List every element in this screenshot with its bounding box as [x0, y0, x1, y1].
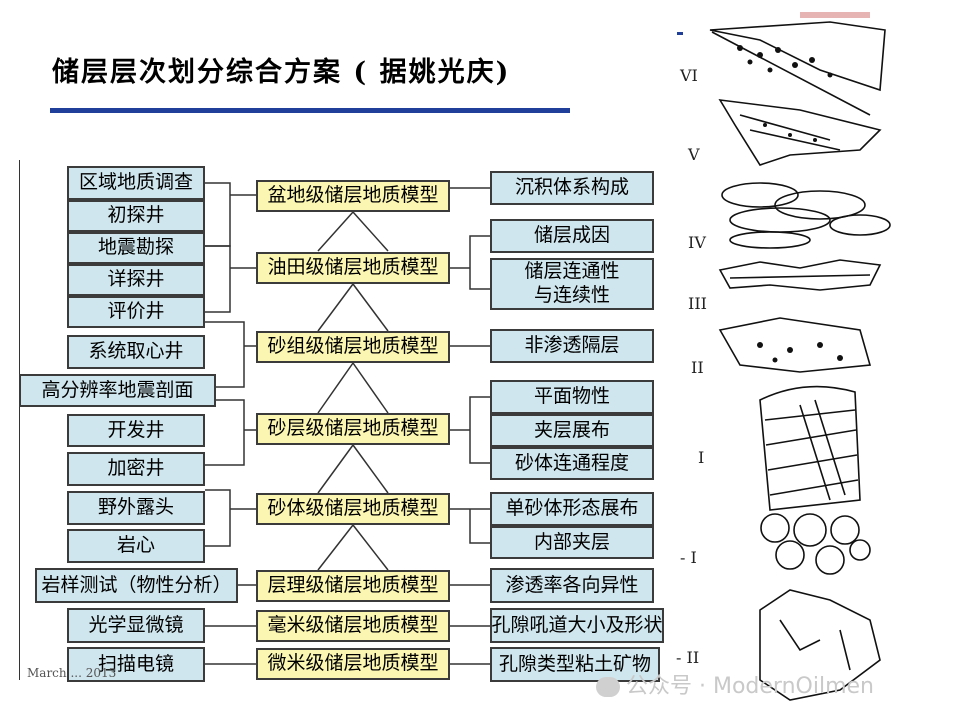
right-box-permeability-anisotropy: 渗透率各向异性: [490, 568, 654, 603]
wechat-icon: [596, 677, 620, 697]
right-box-single-sand-shape: 单砂体形态展布: [490, 492, 654, 526]
center-box-sand-group-model: 砂组级储层地质模型: [256, 331, 450, 363]
right-box-sand-connectivity: 砂体连通程度: [490, 447, 654, 480]
left-box-detailed-well: 详探井: [67, 264, 205, 296]
right-box-impermeable-barrier: 非渗透隔层: [490, 329, 654, 363]
footer-date: March ... 2013: [27, 666, 117, 680]
watermark: 公众号 · ModernOilmen: [596, 668, 874, 700]
level-label-5: V: [688, 145, 700, 164]
left-box-infill-well: 加密井: [67, 452, 205, 486]
top-red-mark: [800, 12, 870, 18]
level-label-6: VI: [680, 66, 698, 85]
left-box-outcrop: 野外露头: [67, 491, 205, 525]
right-box-reservoir-genesis: 储层成因: [490, 219, 654, 253]
right-box-internal-interlayer: 内部夹层: [490, 526, 654, 559]
page-title: 储层层次划分综合方案 ( 据姚光庆): [52, 57, 511, 88]
level-label-2: II: [691, 358, 704, 377]
left-border-line: [19, 160, 20, 680]
right-box-depositional-system: 沉积体系构成: [490, 171, 654, 205]
center-box-sand-body-model: 砂体级储层地质模型: [256, 493, 450, 525]
left-box-seismic-survey: 地震勘探: [67, 232, 205, 264]
level-label-1: I: [698, 448, 705, 467]
left-box-appraisal-well: 评价井: [67, 296, 205, 328]
blue-dash-mark: [677, 32, 683, 35]
left-box-coring-well: 系统取心井: [67, 335, 205, 369]
center-box-millimeter-model: 毫米级储层地质模型: [256, 610, 450, 642]
level-label-4: IV: [688, 233, 706, 252]
level-label-3: III: [688, 294, 707, 313]
right-box-interlayer-distribution: 夹层展布: [490, 414, 654, 447]
left-box-optical-microscope: 光学显微镜: [67, 608, 205, 643]
center-box-sand-layer-model: 砂层级储层地质模型: [256, 413, 450, 445]
center-box-basin-model: 盆地级储层地质模型: [256, 180, 450, 212]
right-box-connectivity: 储层连通性 与连续性: [490, 258, 654, 310]
level-label-minus-2: - II: [676, 648, 700, 667]
left-box-regional-survey: 区域地质调查: [67, 166, 205, 200]
level-label-minus-1: - I: [680, 548, 697, 567]
right-box-pore-type: 孔隙类型粘土矿物: [490, 647, 660, 682]
center-box-micrometer-model: 微米级储层地质模型: [256, 648, 450, 680]
left-box-exploration-well: 初探井: [67, 200, 205, 232]
center-box-bedding-model: 层理级储层地质模型: [256, 570, 450, 602]
left-box-sem: 扫描电镜: [67, 647, 205, 682]
left-box-development-well: 开发井: [67, 414, 205, 447]
left-box-core: 岩心: [67, 529, 205, 563]
left-box-hires-seismic: 高分辨率地震剖面: [19, 374, 216, 407]
left-box-sample-test: 岩样测试（物性分析）: [35, 568, 238, 603]
right-box-plane-properties: 平面物性: [490, 380, 654, 414]
right-box-pore-throat: 孔隙吼道大小及形状: [490, 608, 664, 643]
watermark-text: 公众号 · ModernOilmen: [626, 674, 874, 699]
title-underline: [50, 108, 570, 113]
center-box-oilfield-model: 油田级储层地质模型: [256, 252, 450, 284]
